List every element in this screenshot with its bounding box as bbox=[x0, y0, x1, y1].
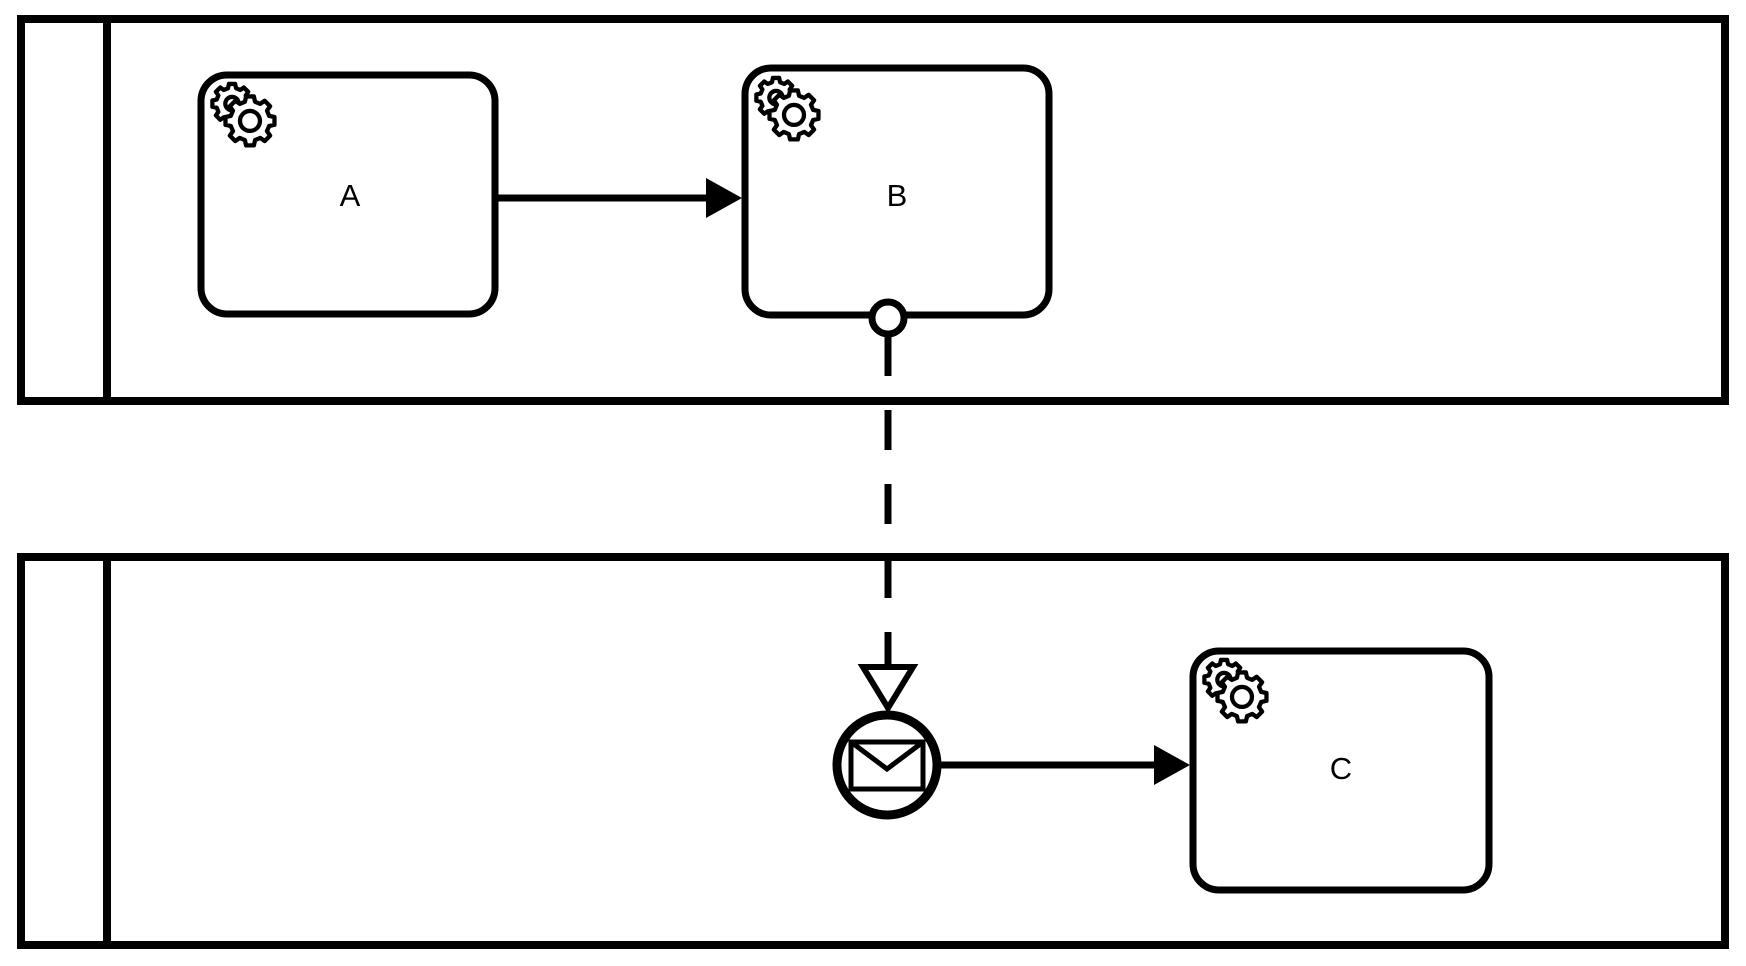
task-a[interactable]: A bbox=[197, 71, 499, 318]
pool-bottom-outline bbox=[17, 553, 1729, 949]
envelope-icon bbox=[848, 739, 926, 792]
message-start-event[interactable] bbox=[832, 710, 942, 820]
envelope-flap bbox=[849, 740, 925, 773]
flow-message-to-c[interactable] bbox=[939, 745, 1190, 785]
task-c-label: C bbox=[1330, 751, 1352, 786]
boundary-event-b-circle bbox=[868, 298, 908, 338]
pool-top[interactable] bbox=[17, 15, 1729, 405]
envelope-body bbox=[848, 739, 926, 792]
task-c[interactable]: C bbox=[1189, 647, 1493, 894]
task-c-shape bbox=[1189, 647, 1493, 894]
flow-a-to-b[interactable] bbox=[495, 178, 742, 218]
flow-message-to-c-arrowhead bbox=[1154, 745, 1190, 785]
task-a-label: A bbox=[340, 178, 361, 213]
pool-bottom[interactable] bbox=[17, 553, 1729, 949]
boundary-event-b[interactable] bbox=[868, 298, 908, 338]
task-b[interactable]: B bbox=[741, 64, 1053, 319]
task-b-label: B bbox=[887, 178, 908, 213]
flow-boundary-to-message[interactable] bbox=[857, 336, 919, 714]
flow-boundary-to-message-arrowhead bbox=[857, 664, 919, 714]
pool-top-outline bbox=[17, 15, 1729, 405]
flow-a-to-b-arrowhead bbox=[706, 178, 742, 218]
